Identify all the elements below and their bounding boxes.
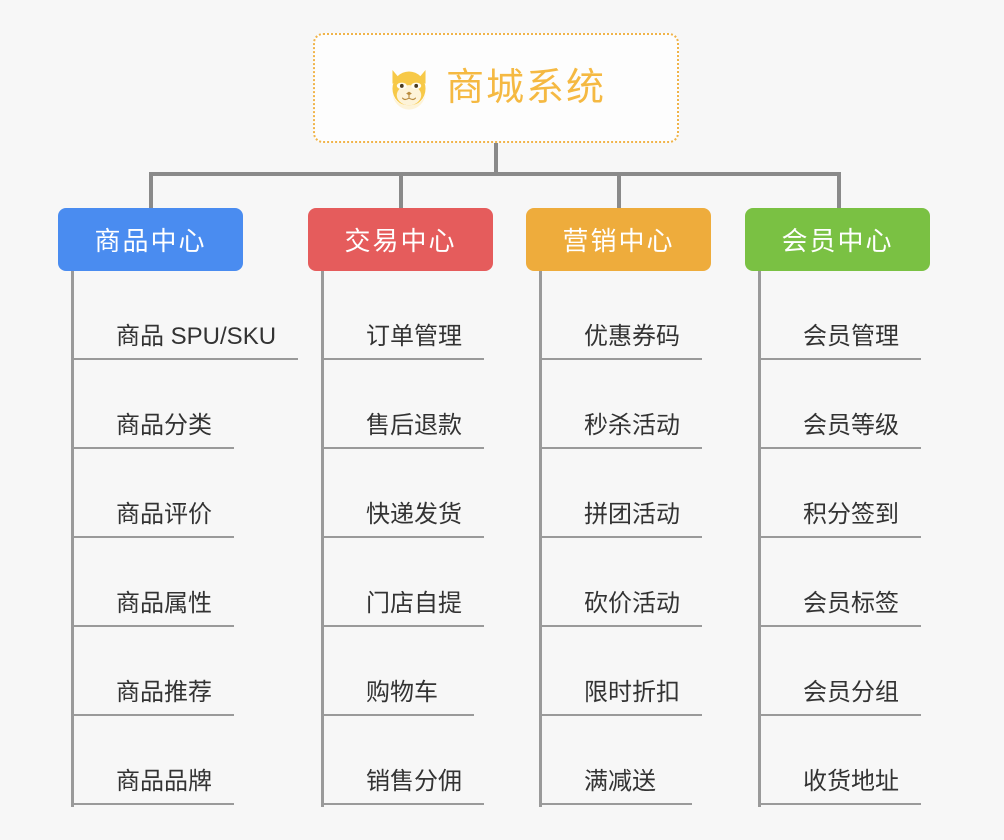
connector-drop-1	[399, 172, 403, 208]
leaf-item[interactable]: 订单管理	[324, 271, 484, 360]
connector-root-stem	[494, 143, 498, 175]
leaf-item[interactable]: 商品属性	[74, 538, 234, 627]
leaf-item[interactable]: 收货地址	[761, 716, 921, 805]
branch-column-2: 营销中心 优惠券码 秒杀活动 拼团活动 砍价活动 限时折扣 满减送	[526, 208, 711, 807]
leaf-list-0: 商品 SPU/SKU 商品分类 商品评价 商品属性 商品推荐 商品品牌	[71, 271, 299, 805]
connector-horizontal-bus	[149, 172, 841, 176]
branch-spine-0	[71, 271, 74, 807]
leaf-list-3: 会员管理 会员等级 积分签到 会员标签 会员分组 收货地址	[758, 271, 921, 805]
leaf-list-2: 优惠券码 秒杀活动 拼团活动 砍价活动 限时折扣 满减送	[539, 271, 702, 805]
leaf-item[interactable]: 满减送	[542, 716, 692, 805]
leaf-item[interactable]: 商品推荐	[74, 627, 234, 716]
leaf-item[interactable]: 积分签到	[761, 449, 921, 538]
branch-column-3: 会员中心 会员管理 会员等级 积分签到 会员标签 会员分组 收货地址	[745, 208, 930, 807]
leaf-item[interactable]: 销售分佣	[324, 716, 484, 805]
leaf-item[interactable]: 商品 SPU/SKU	[74, 271, 299, 360]
leaf-item[interactable]: 秒杀活动	[542, 360, 702, 449]
leaf-item[interactable]: 商品分类	[74, 360, 234, 449]
leaf-item[interactable]: 商品评价	[74, 449, 234, 538]
shiba-dog-face-icon	[392, 70, 426, 110]
branch-column-1: 交易中心 订单管理 售后退款 快递发货 门店自提 购物车 销售分佣	[308, 208, 493, 807]
branch-column-0: 商品中心 商品 SPU/SKU 商品分类 商品评价 商品属性 商品推荐 商品品牌	[58, 208, 299, 807]
leaf-item[interactable]: 会员等级	[761, 360, 921, 449]
leaf-list-1: 订单管理 售后退款 快递发货 门店自提 购物车 销售分佣	[321, 271, 484, 805]
branch-spine-1	[321, 271, 324, 807]
leaf-item[interactable]: 会员标签	[761, 538, 921, 627]
leaf-item[interactable]: 商品品牌	[74, 716, 234, 805]
branch-spine-2	[539, 271, 542, 807]
category-header-2[interactable]: 营销中心	[526, 208, 711, 271]
leaf-item[interactable]: 售后退款	[324, 360, 484, 449]
leaf-item[interactable]: 拼团活动	[542, 449, 702, 538]
leaf-item[interactable]: 优惠券码	[542, 271, 702, 360]
leaf-item[interactable]: 购物车	[324, 627, 474, 716]
root-title: 商城系统	[445, 67, 606, 109]
leaf-item[interactable]: 会员管理	[761, 271, 921, 360]
leaf-item[interactable]: 快递发货	[324, 449, 484, 538]
leaf-item[interactable]: 砍价活动	[542, 538, 702, 627]
leaf-item[interactable]: 门店自提	[324, 538, 484, 627]
connector-drop-3	[837, 172, 841, 208]
connector-drop-2	[617, 172, 621, 208]
category-header-0[interactable]: 商品中心	[58, 208, 243, 271]
connector-drop-0	[149, 172, 153, 208]
category-header-1[interactable]: 交易中心	[308, 208, 493, 271]
root-node[interactable]: 商城系统	[313, 33, 679, 143]
branch-spine-3	[758, 271, 761, 807]
category-header-3[interactable]: 会员中心	[745, 208, 930, 271]
leaf-item[interactable]: 限时折扣	[542, 627, 702, 716]
leaf-item[interactable]: 会员分组	[761, 627, 921, 716]
